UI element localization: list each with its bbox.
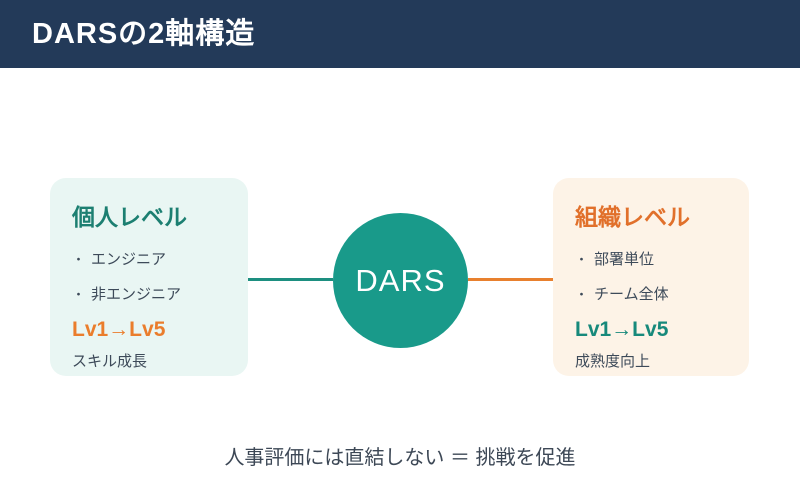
list-item: ・ チーム全体 bbox=[575, 283, 727, 304]
header-bar: DARSの2軸構造 bbox=[0, 0, 800, 68]
individual-level-range: Lv1→Lv5 bbox=[72, 318, 166, 341]
individual-level-caption: スキル成長 bbox=[72, 353, 148, 370]
list-item-label: エンジニア bbox=[91, 251, 167, 268]
list-item: ・ エンジニア bbox=[72, 248, 226, 269]
dars-circle-label: DARS bbox=[355, 262, 446, 298]
organization-bullet-list: ・ 部署単位 ・ チーム全体 bbox=[575, 248, 727, 304]
bullet-icon: ・ bbox=[72, 287, 86, 302]
left-connector-line bbox=[248, 278, 333, 281]
list-item-label: チーム全体 bbox=[594, 286, 669, 303]
page-title: DARSの2軸構造 bbox=[32, 18, 256, 50]
list-item-label: 部署単位 bbox=[594, 251, 655, 268]
individual-level-card: 個人レベル ・ エンジニア ・ 非エンジニア Lv1→Lv5 スキル成長 bbox=[50, 178, 248, 376]
bullet-icon: ・ bbox=[575, 287, 589, 302]
organization-level-card: 組織レベル ・ 部署単位 ・ チーム全体 Lv1→Lv5 成熟度向上 bbox=[553, 178, 749, 376]
dars-circle: DARS bbox=[333, 213, 468, 348]
individual-card-title: 個人レベル bbox=[72, 204, 187, 230]
organization-level-range: Lv1→Lv5 bbox=[575, 318, 669, 341]
footer-note: 人事評価には直結しない ＝ 挑戦を促進 bbox=[224, 447, 576, 469]
organization-card-title: 組織レベル bbox=[575, 204, 690, 230]
right-connector-line bbox=[468, 278, 553, 281]
list-item-label: 非エンジニア bbox=[91, 286, 182, 303]
bullet-icon: ・ bbox=[575, 252, 589, 267]
list-item: ・ 部署単位 bbox=[575, 248, 727, 269]
list-item: ・ 非エンジニア bbox=[72, 283, 226, 304]
bullet-icon: ・ bbox=[72, 252, 86, 267]
organization-level-caption: 成熟度向上 bbox=[575, 353, 651, 370]
individual-bullet-list: ・ エンジニア ・ 非エンジニア bbox=[72, 248, 226, 304]
